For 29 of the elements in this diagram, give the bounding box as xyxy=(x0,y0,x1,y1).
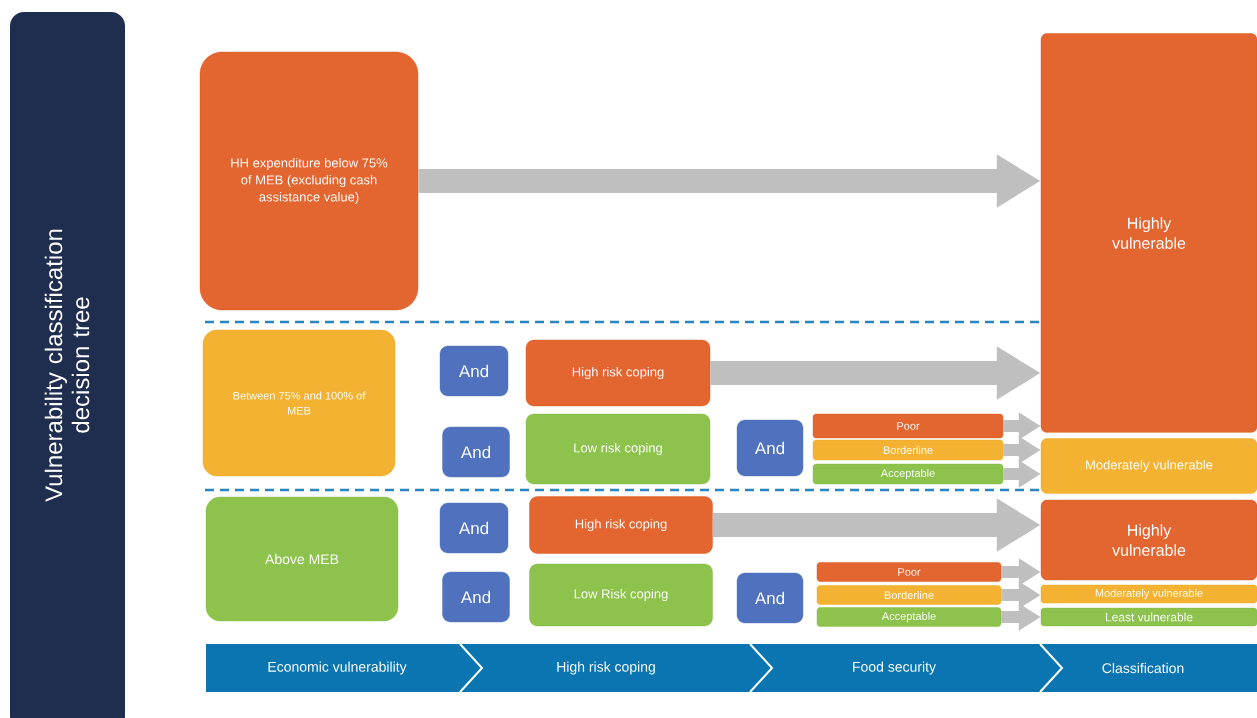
coping-box: High risk coping xyxy=(529,496,713,554)
result-box: Least vulnerable xyxy=(1040,607,1257,627)
title-band: Vulnerability classification decision tree xyxy=(10,12,125,718)
condition-box: Between 75% and 100% of MEB xyxy=(202,329,396,477)
operator-box: And xyxy=(442,426,510,478)
operator-box: And xyxy=(736,572,804,624)
condition-box: HH expenditure below 75% of MEB (excluding cash assistance value) xyxy=(199,51,419,311)
score-bar: Borderline xyxy=(816,585,1002,605)
result-box: Moderately vulnerable xyxy=(1040,438,1257,494)
score-bar: Acceptable xyxy=(812,463,1004,485)
result-box: Highly vulnerable xyxy=(1040,499,1257,581)
score-bar: Poor xyxy=(816,562,1002,582)
step-label: Classification xyxy=(1102,662,1184,674)
score-bar: Acceptable xyxy=(816,607,1002,627)
coping-box: Low Risk coping xyxy=(529,563,713,627)
step-label: High risk coping xyxy=(557,661,655,675)
coping-box: Low risk coping xyxy=(525,413,711,485)
step-label: Food security xyxy=(853,661,936,675)
operator-box: And xyxy=(439,345,509,397)
result-box: Highly vulnerable xyxy=(1040,33,1257,433)
result-box: Moderately vulnerable xyxy=(1040,584,1257,604)
score-bar: Poor xyxy=(812,413,1004,439)
step-label: Economic vulnerability xyxy=(268,661,407,675)
operator-box: And xyxy=(439,502,509,554)
score-bar: Borderline xyxy=(812,439,1004,461)
condition-box: Above MEB xyxy=(205,496,399,622)
operator-box: And xyxy=(442,571,510,623)
operator-box: And xyxy=(736,419,804,477)
coping-box: High risk coping xyxy=(525,339,711,407)
